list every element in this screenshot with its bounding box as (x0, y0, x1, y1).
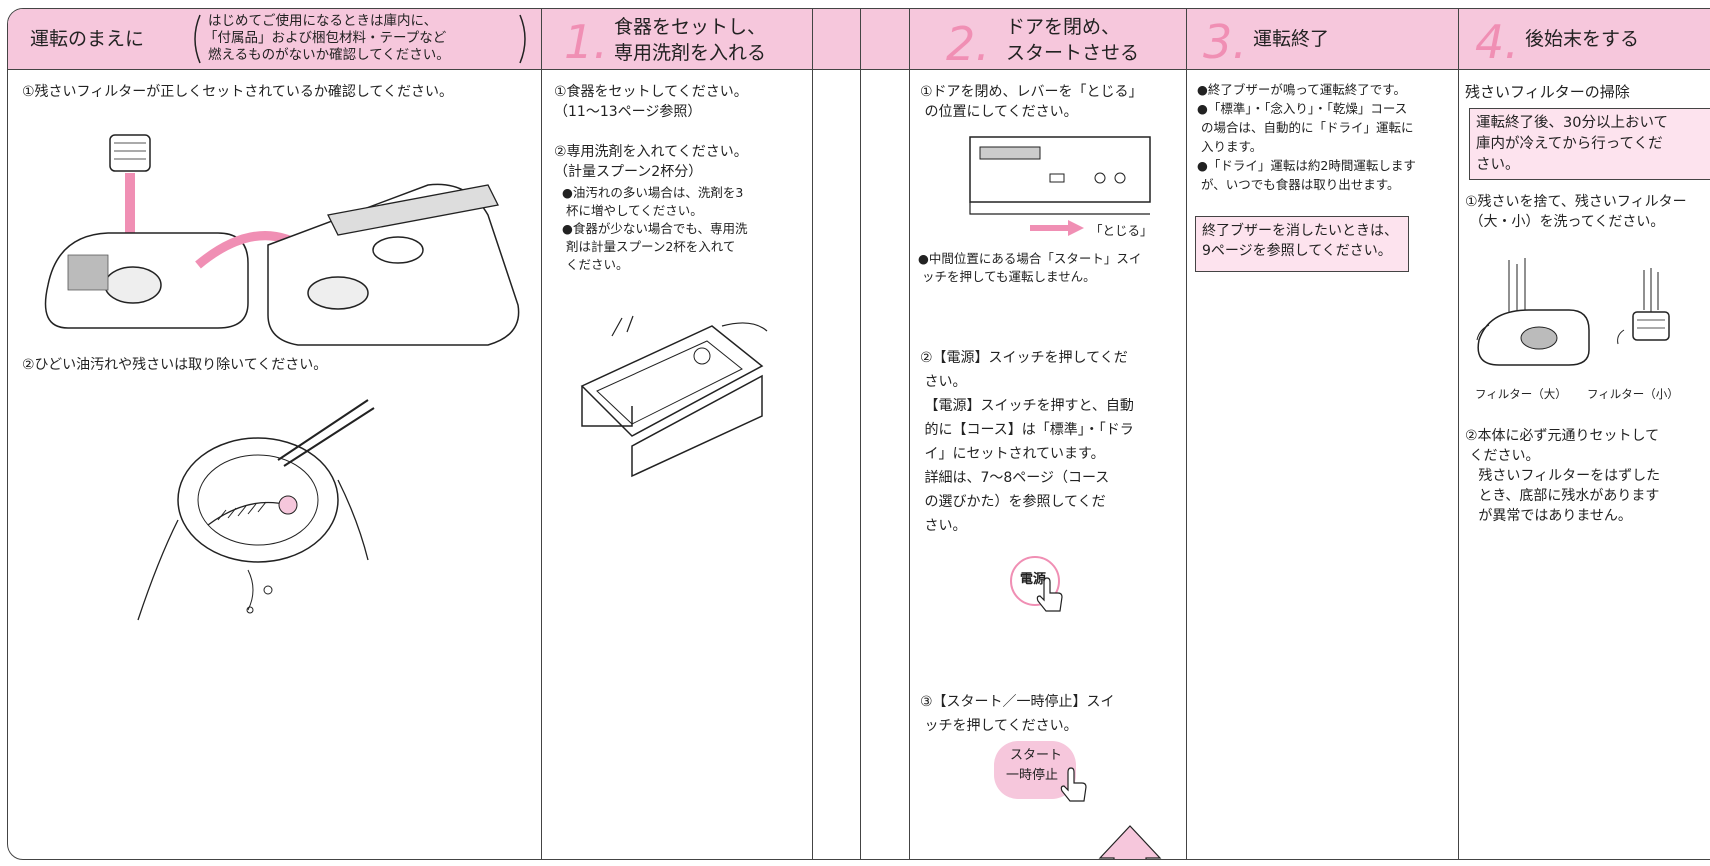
section-title: 後始末をする (1525, 28, 1640, 50)
blank-column (812, 9, 909, 859)
note-line-3: 燃えるものがないか確認してください。 (208, 47, 450, 63)
caption-large-filter: フィルター（大） (1475, 387, 1567, 401)
section-title-line-1: ドアを閉め、 (1006, 16, 1121, 38)
note-line-2: 「付属品」および梱包材料・テープなど (204, 30, 447, 46)
start-button-label-2: 一時停止 (1006, 768, 1059, 783)
section-header: 3. 運転終了 (1187, 9, 1458, 70)
section-header: 4. 後始末をする (1459, 9, 1710, 70)
section-header: 2. ドアを閉め、 スタートさせる (910, 9, 1186, 70)
section-title-line-1: 食器をセットし、 (614, 16, 767, 38)
section-title: 運転のまえに (30, 28, 145, 50)
manual-page: 運転のまえに はじめてご使用になるときは庫内に、 「付属品」および梱包材料・テー… (7, 8, 1710, 860)
filter-washing-illustration (1476, 258, 1670, 366)
step-number: 2. (946, 17, 990, 71)
note-line-1: はじめてご使用になるときは庫内に、 (208, 13, 438, 29)
step-1-text: ①ドアを閉め、レバーを「とじる」 の位置にしてください。 (920, 84, 1143, 120)
section-title-line-2: スタートさせる (1006, 42, 1140, 64)
section-header: 運転のまえに はじめてご使用になるときは庫内に、 「付属品」および梱包材料・テー… (8, 9, 541, 70)
door-lever-illustration (969, 136, 1151, 236)
section-header (813, 9, 909, 70)
section-step-3: 3. 運転終了 ●終了ブザーが鳴って運転終了です。 ●「標準」・「念入り」・「乾… (1186, 9, 1458, 859)
step-3-text: ③【スタート／一時停止】スイ ッチを押してください。 (920, 694, 1115, 734)
hand-pointer-icon (1036, 577, 1063, 612)
section-title-line-2: 専用洗剤を入れる (614, 42, 767, 64)
finish-text: ●終了ブザーが鳴って運転終了です。 ●「標準」・「念入り」・「乾燥」コース の場… (1197, 82, 1416, 192)
lever-label: 「とじる」 (1090, 223, 1153, 238)
hand-pointer-icon (1060, 767, 1087, 802)
note-text: ●中間位置にある場合「スタート」スイ ッチを押しても運転しません。 (918, 251, 1142, 284)
caption-small-filter: フィルター（小） (1587, 387, 1679, 401)
step-bullets: ●油汚れの多い場合は、洗剤を3 杯に増やしてください。 ●食器が少ない場合でも、… (562, 185, 748, 272)
subtitle: 残さいフィルターの掃除 (1465, 83, 1630, 101)
power-button-label: 電源 (1020, 572, 1047, 587)
step-2-text: ②本体に必ず元通りセットして ください。 残さいフィルターをはずした とき、底部… (1465, 428, 1661, 524)
section-title: 運転終了 (1253, 28, 1330, 50)
up-arrow-icon (1098, 825, 1162, 859)
page-gutter (860, 9, 861, 859)
step-number: 3. (1203, 15, 1247, 69)
section-step-1: 1. 食器をセットし、 専用洗剤を入れる ①食器をセットしてください。 （11～… (541, 9, 812, 859)
step-1-text: ①残さいを捨て、残さいフィルター （大・小）を洗ってください。 (1465, 194, 1687, 230)
start-button-label-1: スタート (1010, 748, 1063, 763)
step-text: ①食器をセットしてください。 （11～13ページ参照） ②専用洗剤を入れてくださ… (554, 84, 748, 180)
step-2-text: ②ひどい油汚れや残さいは取り除いてください。 (22, 357, 328, 373)
step-2-text: ②【電源】スイッチを押してくだ さい。 【電源】スイッチを押すと、自動 的に【コ… (920, 350, 1134, 534)
section-step-4: 4. 後始末をする 残さいフィルターの掃除 運転終了後、30分以上おいて 庫内が… (1458, 9, 1710, 859)
section-before-operation: 運転のまえに はじめてご使用になるときは庫内に、 「付属品」および梱包材料・テー… (8, 9, 541, 859)
caution-box: 運転終了後、30分以上おいて 庫内が冷えてから行ってくだ さい。 (1469, 108, 1710, 180)
step-number: 1. (564, 15, 608, 69)
step-number: 4. (1475, 15, 1519, 69)
section-header: 1. 食器をセットし、 専用洗剤を入れる (542, 9, 812, 70)
buzzer-note-box: 終了ブザーを消したいときは、 9ページを参照してください。 (1195, 216, 1409, 272)
filter-set-illustration (44, 134, 520, 346)
plate-cleaning-illustration (137, 399, 375, 621)
dishwasher-illustration (580, 315, 768, 478)
section-step-2: 2. ドアを閉め、 スタートさせる ①ドアを閉め、レバーを「とじる」 の位置にし… (909, 9, 1186, 859)
step-1-text: ①残さいフィルターが正しくセットされているか確認してください。 (22, 84, 454, 100)
bracket-icon (194, 14, 526, 64)
